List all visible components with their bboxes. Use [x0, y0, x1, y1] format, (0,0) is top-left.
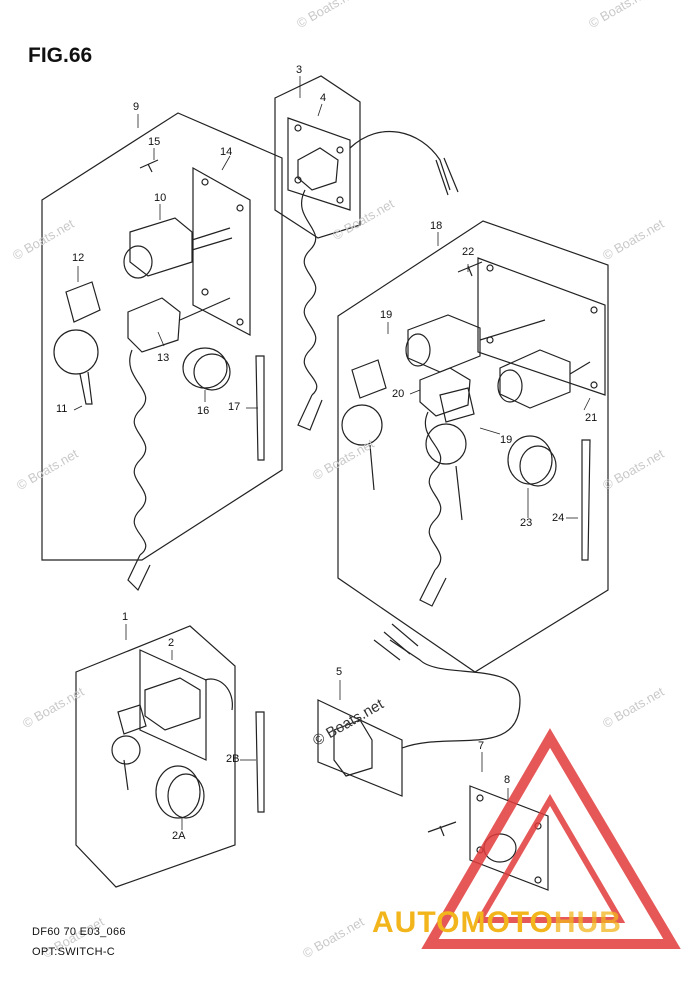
brand-part2: HUB — [553, 906, 622, 939]
switch-plate-5 — [317, 699, 403, 797]
callout-19a: 19 — [380, 309, 393, 321]
screw-15 — [139, 159, 159, 173]
callout-14: 14 — [220, 146, 233, 158]
brand-logo — [421, 728, 681, 949]
group-frame-18 — [337, 220, 609, 673]
cable-tie-2B — [255, 711, 265, 813]
callout-22: 22 — [462, 246, 475, 258]
key-19-left — [351, 359, 387, 399]
cap-2A — [155, 765, 201, 819]
switch-3 — [297, 147, 339, 191]
plate-4 — [287, 117, 351, 211]
callout-5: 5 — [336, 666, 343, 678]
footer-section: OPT:SWITCH-C — [32, 946, 116, 958]
callout-23: 23 — [520, 517, 533, 529]
coil-cord-3 — [300, 189, 318, 396]
plate-8 — [469, 785, 549, 891]
brand-wordmark: AUTOMOTOHUB — [372, 906, 622, 940]
callout-2B: 2B — [226, 753, 240, 765]
callout-19b: 19 — [500, 434, 513, 446]
callout-17: 17 — [228, 401, 241, 413]
callout-2: 2 — [168, 637, 175, 649]
callout-15: 15 — [148, 136, 161, 148]
figure-title: FIG.66 — [28, 44, 93, 67]
stop-switch-20 — [419, 367, 471, 417]
callout-11: 11 — [56, 403, 68, 415]
key-1 — [117, 704, 147, 735]
switch-5 — [333, 719, 373, 777]
plate-2 — [139, 649, 207, 761]
callout-9: 9 — [133, 101, 140, 113]
callout-2A: 2A — [172, 830, 186, 842]
callout-12: 12 — [72, 252, 85, 264]
cap-23 — [507, 435, 553, 485]
coil-cord-20 — [424, 411, 442, 571]
screw-22 — [457, 261, 483, 277]
callout-21: 21 — [585, 412, 598, 424]
plate-21 — [477, 257, 606, 396]
callout-8: 8 — [504, 774, 511, 786]
callout-13: 13 — [157, 352, 170, 364]
plate-14 — [192, 166, 251, 336]
callout-18: 18 — [430, 220, 443, 232]
key-switch-10 — [129, 217, 193, 277]
callout-10: 10 — [154, 192, 167, 204]
coil-cord-13 — [129, 349, 147, 556]
callout-16: 16 — [197, 405, 210, 417]
callout-3: 3 — [296, 64, 303, 76]
key-switch-19a — [407, 314, 481, 373]
callout-20: 20 — [392, 388, 405, 400]
screw-7 — [427, 821, 457, 837]
stop-switch-13 — [127, 297, 181, 353]
group-frame-3 — [274, 75, 361, 239]
callout-4: 4 — [320, 92, 327, 104]
group-frame-9 — [41, 112, 283, 561]
cable-tie-17 — [255, 355, 265, 461]
key-switch-2 — [144, 677, 201, 731]
callout-1: 1 — [122, 611, 129, 623]
callout-24: 24 — [552, 512, 565, 524]
brand-part1: AUTOMOTO — [372, 906, 554, 939]
harness-5 — [389, 639, 521, 749]
callout-7: 7 — [478, 740, 485, 752]
cable-tie-24 — [581, 439, 591, 561]
harness-3 — [349, 131, 451, 191]
cap-16 — [182, 347, 228, 389]
group-frame-1 — [75, 625, 236, 888]
footer-code: DF60 70 E03_066 — [32, 926, 126, 938]
key-12 — [65, 281, 101, 323]
